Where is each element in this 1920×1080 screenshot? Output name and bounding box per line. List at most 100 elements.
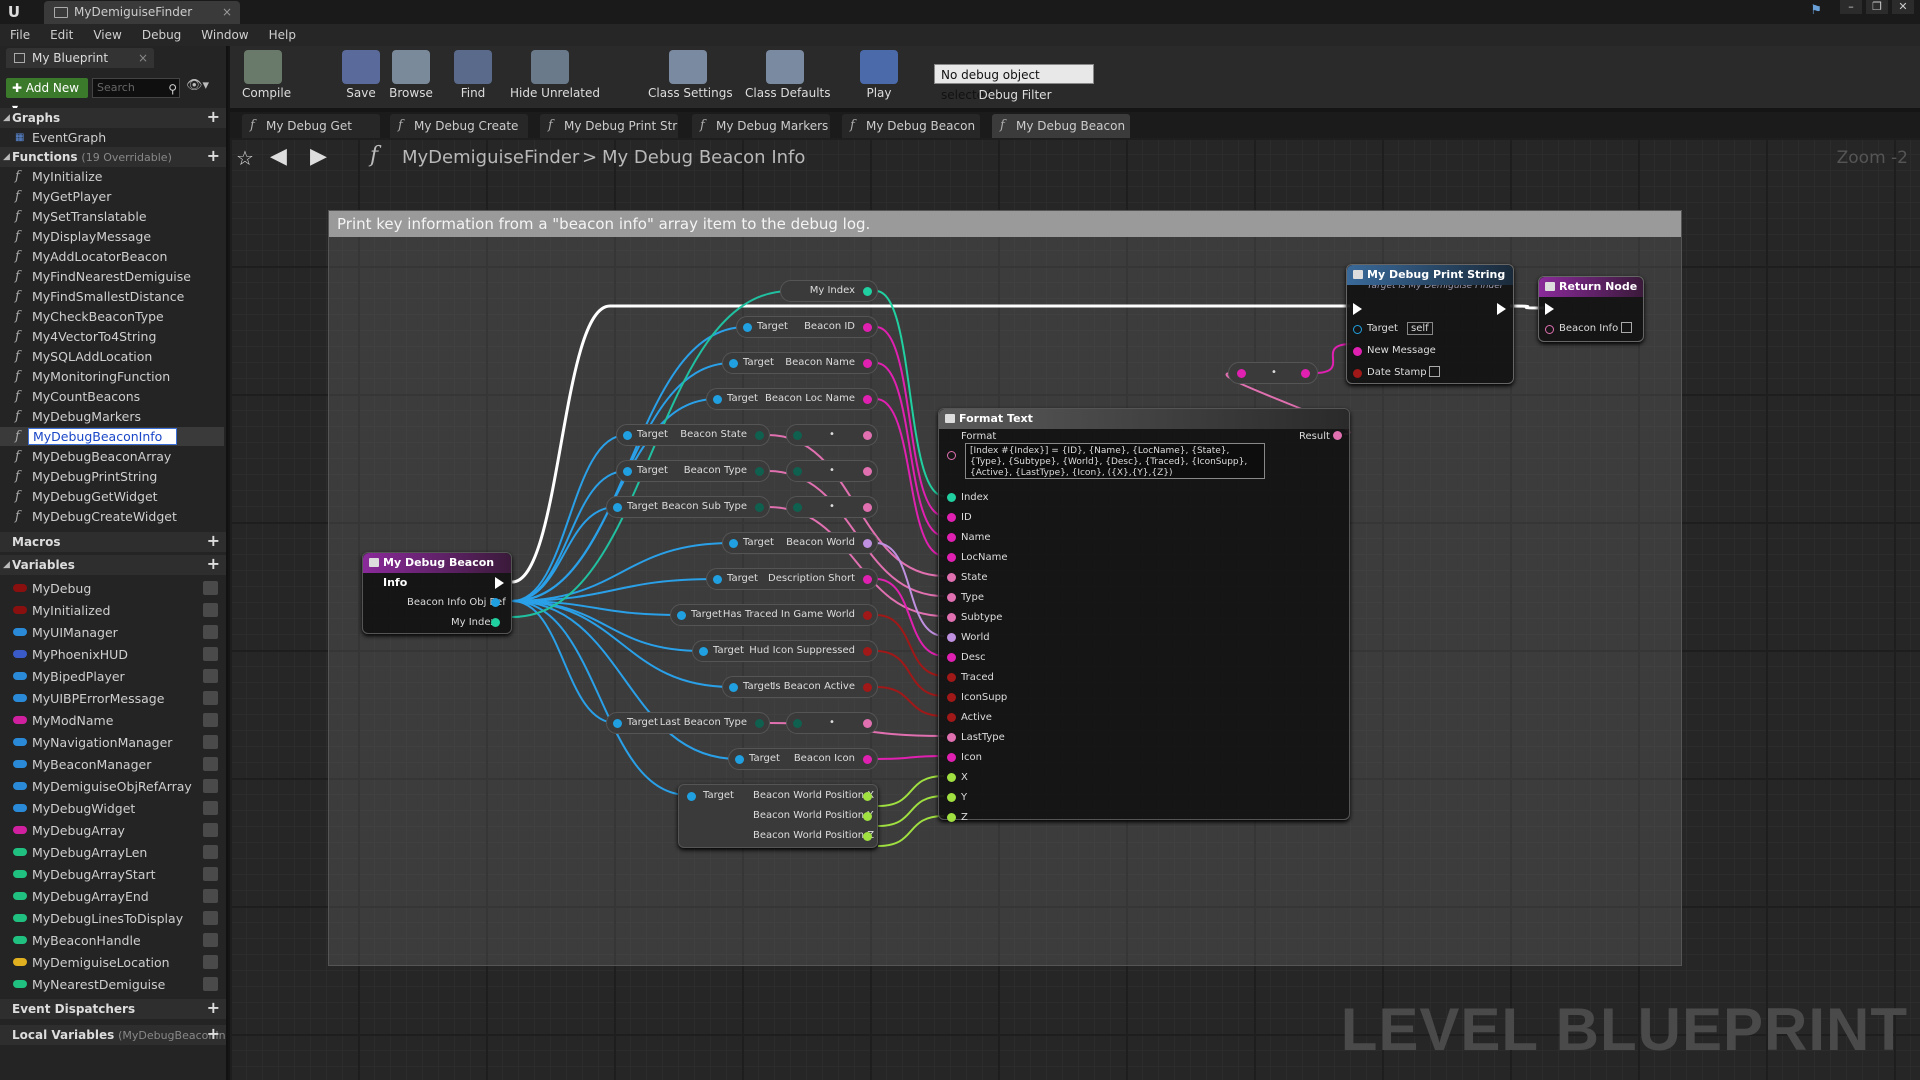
format-arg-pin[interactable] xyxy=(947,533,956,542)
variable-visibility-icon[interactable] xyxy=(203,757,218,771)
target-in-pin[interactable] xyxy=(729,539,738,548)
variable-item[interactable]: MyDebugWidget xyxy=(0,799,224,818)
format-arg-pin[interactable] xyxy=(947,633,956,642)
variable-visibility-icon[interactable] xyxy=(203,713,218,727)
variable-item[interactable]: MyDebugArrayLen xyxy=(0,843,224,862)
function-label[interactable]: MyDebugBeaconInfo xyxy=(28,428,178,445)
variable-item[interactable]: MyInitialized xyxy=(0,601,224,620)
date-stamp-checkbox[interactable] xyxy=(1429,366,1440,377)
variable-item[interactable]: MyDebugArray xyxy=(0,821,224,840)
position-z-pin[interactable] xyxy=(863,832,872,841)
variable-visibility-icon[interactable] xyxy=(203,911,218,925)
variable-item[interactable]: MyBipedPlayer xyxy=(0,667,224,686)
back-arrow-icon[interactable]: ◀ xyxy=(270,144,287,169)
conversion-out-pin[interactable] xyxy=(863,431,872,440)
format-arg-pin[interactable] xyxy=(947,673,956,682)
search-input[interactable]: Search⚲ xyxy=(92,78,180,98)
getter-out-pin[interactable] xyxy=(863,755,872,764)
document-tab[interactable]: MyDemiguiseFinder × xyxy=(44,1,240,24)
functions-section-header[interactable]: ◢Functions (19 Overridable)+ xyxy=(0,146,226,167)
getter-out-pin[interactable] xyxy=(863,395,872,404)
reroute-out-pin[interactable] xyxy=(1301,369,1310,378)
exec-in-pin[interactable] xyxy=(1545,303,1554,315)
variable-item[interactable]: MyModName xyxy=(0,711,224,730)
target-in-pin[interactable] xyxy=(1353,325,1362,334)
format-arg-pin[interactable] xyxy=(947,513,956,522)
variable-item[interactable]: MyBeaconManager xyxy=(0,755,224,774)
save-button[interactable]: Save xyxy=(340,50,382,106)
add-variable-icon[interactable]: + xyxy=(206,554,220,573)
conversion-node[interactable]: • xyxy=(786,424,878,446)
target-in-pin[interactable] xyxy=(677,611,686,620)
format-arg-pin[interactable] xyxy=(947,733,956,742)
position-x-pin[interactable] xyxy=(863,792,872,801)
variables-section-header[interactable]: ◢Variables+ xyxy=(0,554,226,575)
result-out-pin[interactable] xyxy=(1333,431,1342,440)
format-arg-pin[interactable] xyxy=(947,693,956,702)
format-arg-pin[interactable] xyxy=(947,773,956,782)
getter-out-pin[interactable] xyxy=(863,539,872,548)
beacon-info-out-pin[interactable] xyxy=(491,598,500,607)
play-button[interactable]: Play xyxy=(858,50,900,106)
conversion-node[interactable]: • xyxy=(786,496,878,518)
beacon-info-in-pin[interactable] xyxy=(1545,325,1554,334)
format-arg-pin[interactable] xyxy=(947,493,956,502)
getter-out-pin[interactable] xyxy=(863,359,872,368)
getter-out-pin[interactable] xyxy=(755,503,764,512)
comment-text[interactable]: Print key information from a "beacon inf… xyxy=(329,211,1681,237)
graph-canvas[interactable]: ☆ ◀ ▶ f MyDemiguiseFinder > My Debug Bea… xyxy=(230,138,1920,1080)
getter-out-pin[interactable] xyxy=(863,323,872,332)
format-arg-pin[interactable] xyxy=(947,713,956,722)
variable-item[interactable]: MyDebugArrayStart xyxy=(0,865,224,884)
variable-visibility-icon[interactable] xyxy=(203,933,218,947)
browse-button[interactable]: Browse xyxy=(387,50,435,106)
add-local-variable-icon[interactable]: + xyxy=(206,1024,220,1043)
variable-item[interactable]: MyUIManager xyxy=(0,623,224,642)
minimize-button[interactable]: – xyxy=(1840,0,1862,14)
new-message-in-pin[interactable] xyxy=(1353,347,1362,356)
target-in-pin[interactable] xyxy=(713,575,722,584)
format-arg-pin[interactable] xyxy=(947,653,956,662)
target-in-pin[interactable] xyxy=(735,755,744,764)
variable-visibility-icon[interactable] xyxy=(203,581,218,595)
position-y-pin[interactable] xyxy=(863,812,872,821)
variable-visibility-icon[interactable] xyxy=(203,691,218,705)
menu-window[interactable]: Window xyxy=(201,28,249,42)
local-variables-section-header[interactable]: Local Variables (MyDebugBeaconIn+ xyxy=(0,1024,226,1045)
variable-item[interactable]: MyPhoenixHUD xyxy=(0,645,224,664)
target-in-pin[interactable] xyxy=(713,395,722,404)
menu-debug[interactable]: Debug xyxy=(141,28,182,42)
forward-arrow-icon[interactable]: ▶ xyxy=(310,144,327,169)
variable-item[interactable]: MyUIBPErrorMessage xyxy=(0,689,224,708)
variable-visibility-icon[interactable] xyxy=(203,889,218,903)
conversion-out-pin[interactable] xyxy=(863,719,872,728)
conversion-in-pin[interactable] xyxy=(793,431,802,440)
conversion-node[interactable]: • xyxy=(786,712,878,734)
variable-visibility-icon[interactable] xyxy=(203,823,218,837)
getter-out-pin[interactable] xyxy=(863,611,872,620)
getter-node[interactable]: My Index xyxy=(780,280,878,302)
format-arg-pin[interactable] xyxy=(947,753,956,762)
graph-tab[interactable]: fMy Debug Get Widg xyxy=(242,114,380,157)
getter-out-pin[interactable] xyxy=(755,431,764,440)
getter-out-pin[interactable] xyxy=(863,683,872,692)
menu-edit[interactable]: Edit xyxy=(50,28,74,42)
